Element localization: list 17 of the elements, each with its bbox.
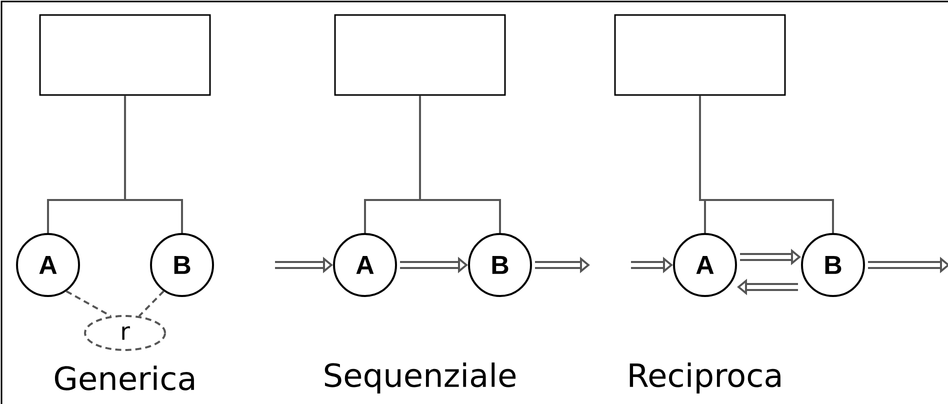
empty-box [39, 14, 211, 96]
circle-node: B [150, 232, 214, 297]
circle-node: A [333, 232, 397, 297]
connector-line [699, 96, 834, 233]
caption: Sequenziale [324, 362, 516, 394]
empty-box [614, 14, 786, 96]
circle-node: B [468, 232, 532, 297]
connector-line [419, 96, 501, 233]
connector-line [124, 96, 184, 233]
circle-node: A [673, 232, 737, 297]
empty-box [334, 14, 506, 96]
dashed-connector [138, 290, 164, 317]
dashed-connector [66, 290, 112, 317]
caption: Reciproca [630, 362, 780, 394]
caption: Generica [54, 366, 194, 390]
circle-node: A [16, 232, 80, 297]
circle-node: B [801, 232, 865, 297]
